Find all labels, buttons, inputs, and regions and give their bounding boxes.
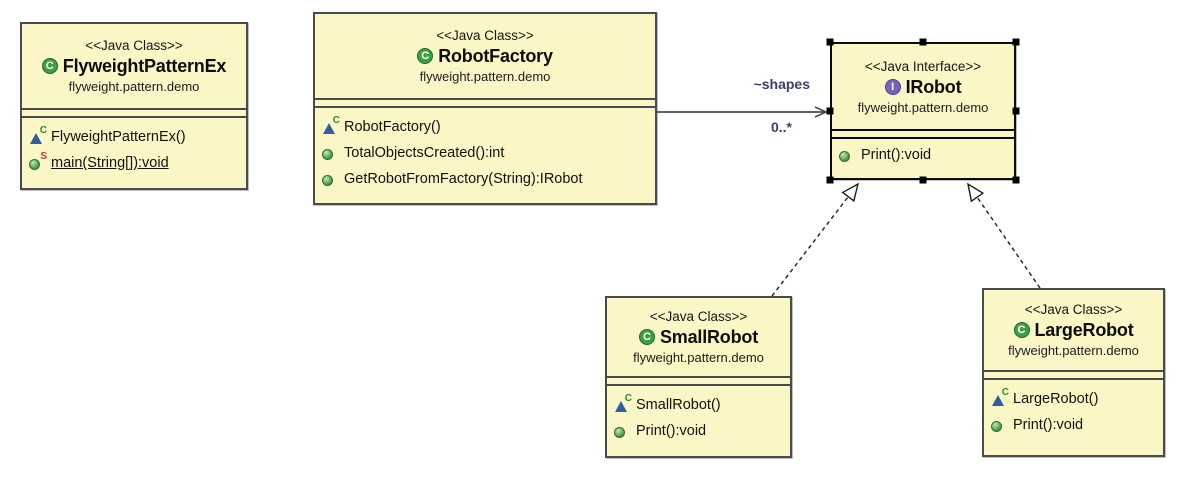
method-label: Print():void [861,147,932,163]
stereotype-label: <<Java Class>> [649,309,748,324]
fields-compartment [984,372,1163,380]
method-label: RobotFactory() [344,119,441,135]
interface-box-irobot[interactable]: <<Java Interface>> I IRobot flyweight.pa… [830,42,1016,180]
method-row[interactable]: GetRobotFromFactory(String):IRobot [322,166,649,192]
method-label: SmallRobot() [636,397,721,413]
method-row[interactable]: Print():void [839,143,1008,167]
class-header: <<Java Class>> C LargeRobot flyweight.pa… [984,290,1163,372]
method-row[interactable]: S main(String[]):void [29,150,240,176]
method-row[interactable]: C RobotFactory() [322,114,649,140]
package-label: flyweight.pattern.demo [68,79,200,94]
public-method-icon [322,171,340,187]
method-row[interactable]: TotalObjectsCreated():int [322,140,649,166]
class-header: <<Java Class>> C RobotFactory flyweight.… [315,14,655,100]
class-box-flyweightpatternex[interactable]: <<Java Class>> C FlyweightPatternEx flyw… [20,22,248,190]
class-name: LargeRobot [1034,320,1134,340]
public-method-icon [839,147,857,163]
method-row[interactable]: Print():void [991,412,1157,438]
method-label: LargeRobot() [1013,391,1099,407]
method-label: Print():void [1013,417,1084,433]
fields-compartment [832,131,1014,139]
package-label: flyweight.pattern.demo [633,350,764,365]
fields-compartment [315,100,655,108]
stereotype-label: <<Java Class>> [1024,302,1123,317]
constructor-icon: C [29,126,47,145]
constructor-icon: C [322,116,340,135]
class-box-robotfactory[interactable]: <<Java Class>> C RobotFactory flyweight.… [313,12,657,205]
association-multiplicity-label[interactable]: 0..* [770,119,792,135]
public-method-icon [322,145,340,161]
method-row[interactable]: C FlyweightPatternEx() [29,124,240,150]
interface-name: IRobot [905,76,962,97]
java-class-icon: C [41,58,58,74]
method-label: GetRobotFromFactory(String):IRobot [344,171,583,187]
method-row[interactable]: Print():void [614,418,784,444]
package-label: flyweight.pattern.demo [857,99,989,115]
stereotype-label: <<Java Interface>> [864,58,982,74]
stereotype-label: <<Java Class>> [436,28,534,43]
methods-compartment: C RobotFactory() TotalObjectsCreated():i… [315,108,655,203]
java-class-icon: C [638,329,655,345]
method-label: main(String[]):void [51,155,169,171]
class-name: FlyweightPatternEx [62,56,227,76]
class-box-largerobot[interactable]: <<Java Class>> C LargeRobot flyweight.pa… [982,288,1165,457]
methods-compartment: C FlyweightPatternEx() S main(String[]):… [22,118,246,188]
interface-header: <<Java Interface>> I IRobot flyweight.pa… [832,44,1014,131]
realization-smallrobot-line[interactable] [771,184,858,297]
java-interface-icon: I [884,78,901,95]
fields-compartment [607,378,790,386]
class-box-smallrobot[interactable]: <<Java Class>> C SmallRobot flyweight.pa… [605,296,792,458]
method-label: TotalObjectsCreated():int [344,145,505,161]
method-row[interactable]: C LargeRobot() [991,386,1157,412]
method-label: FlyweightPatternEx() [51,129,186,145]
public-method-icon [991,417,1009,433]
methods-compartment: C LargeRobot() Print():void [984,380,1163,455]
constructor-icon: C [991,388,1009,407]
realization-largerobot-line[interactable] [968,184,1041,289]
methods-compartment: C SmallRobot() Print():void [607,386,790,456]
constructor-icon: C [614,394,632,413]
package-label: flyweight.pattern.demo [419,69,551,84]
stereotype-label: <<Java Class>> [85,38,183,53]
class-name: RobotFactory [438,46,553,66]
java-class-icon: C [417,48,434,64]
class-name: SmallRobot [659,327,758,347]
method-label: Print():void [636,423,707,439]
class-header: <<Java Class>> C FlyweightPatternEx flyw… [22,24,246,110]
association-name-label[interactable]: ~shapes [753,76,810,92]
methods-compartment: Print():void [832,139,1014,178]
static-method-icon: S [29,152,47,171]
fields-compartment [22,110,246,118]
public-method-icon [614,423,632,439]
class-header: <<Java Class>> C SmallRobot flyweight.pa… [607,298,790,378]
package-label: flyweight.pattern.demo [1008,343,1139,358]
method-row[interactable]: C SmallRobot() [614,392,784,418]
java-class-icon: C [1013,322,1030,338]
